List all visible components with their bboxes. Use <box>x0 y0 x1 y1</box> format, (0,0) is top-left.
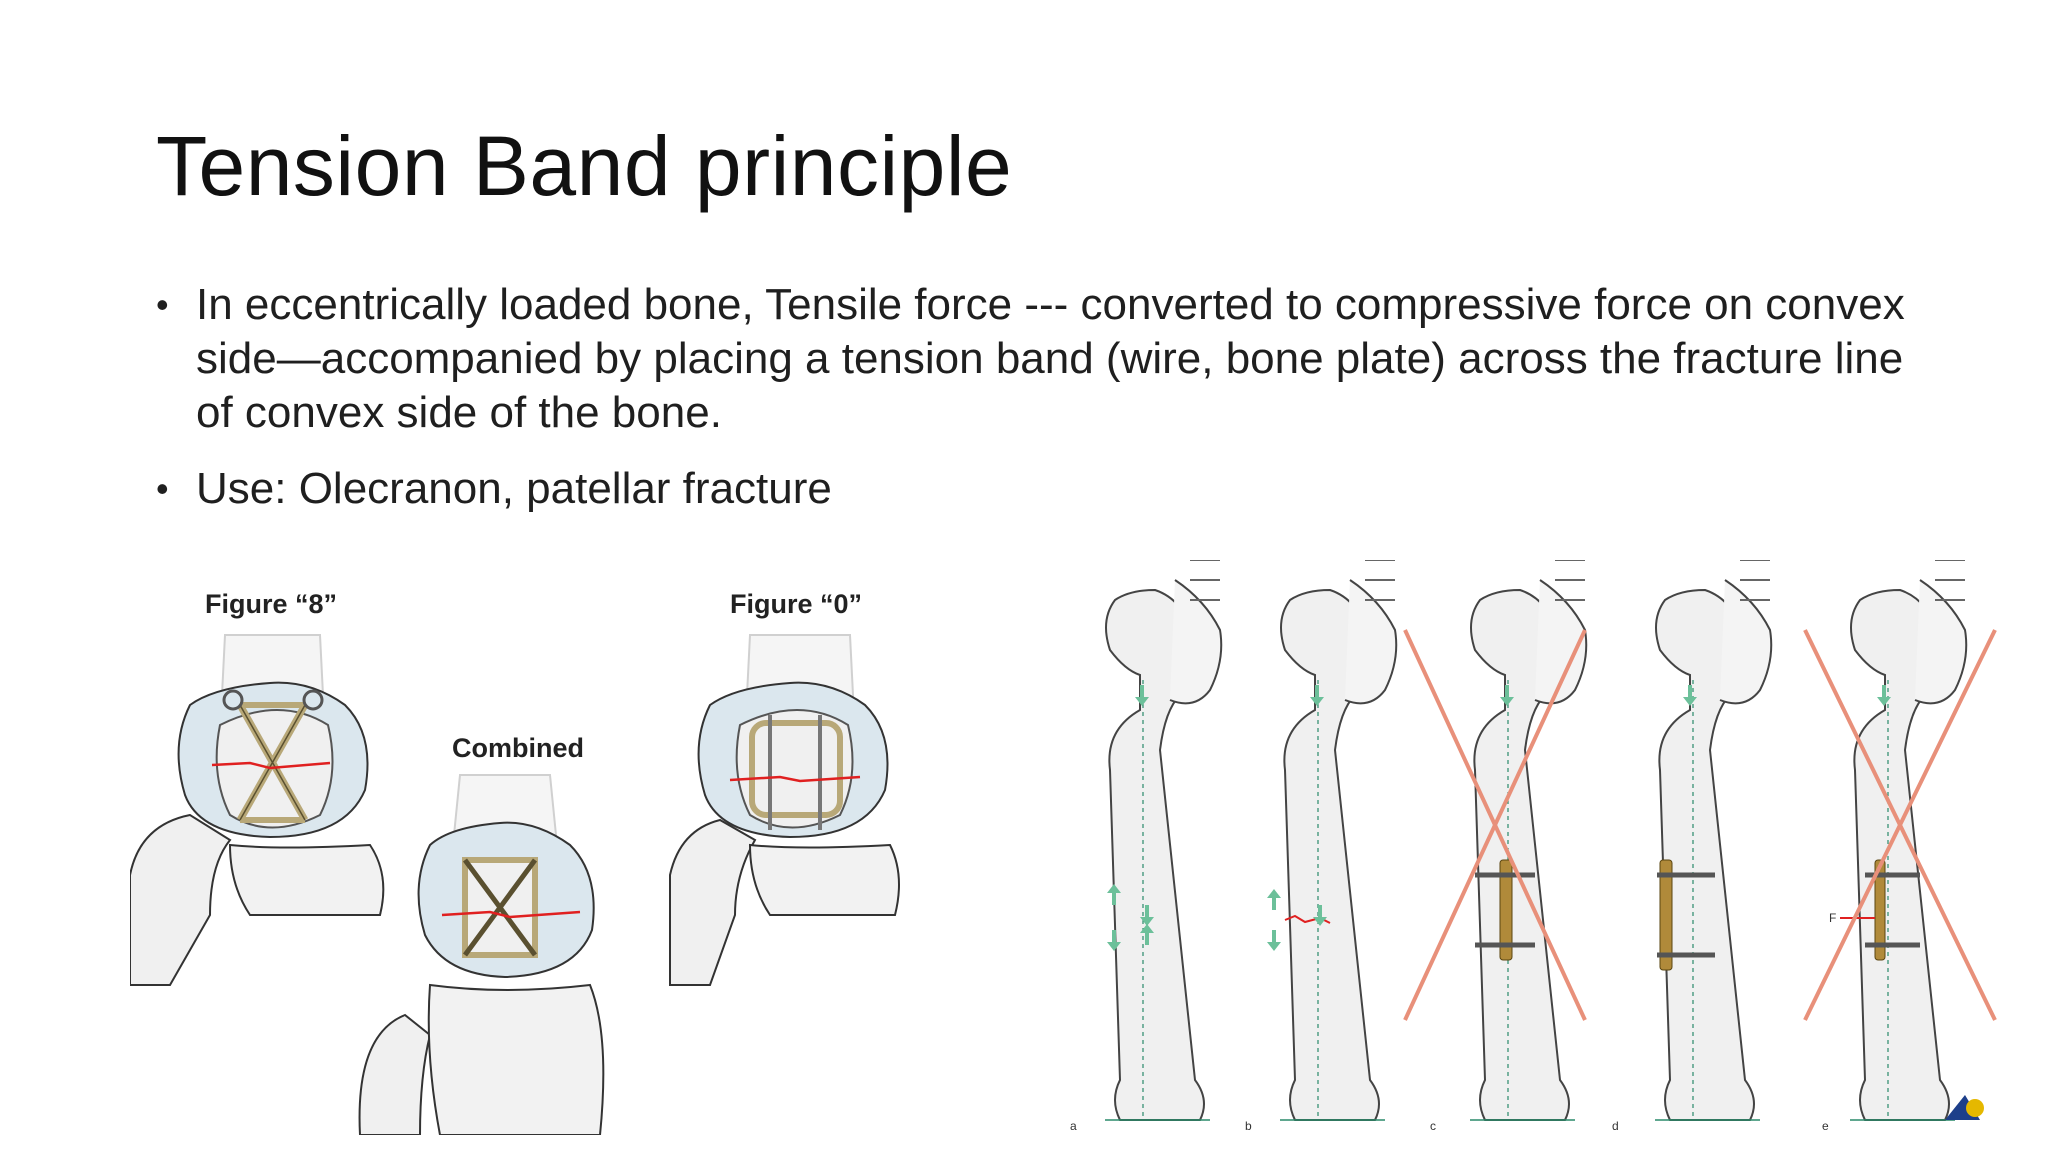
panel-letter-e: e <box>1822 1119 1829 1133</box>
patella-wiring-illustration: Figure “8” Combined Fig <box>130 589 900 1135</box>
figure0-knee-drawing: Figure “0” <box>669 589 900 986</box>
femur-panel-d: d <box>1612 560 1773 1133</box>
femur-panel-b: b <box>1245 560 1398 1133</box>
publisher-logo-icon <box>1945 1095 1984 1120</box>
bullet-item: • Use: Olecranon, patellar fracture <box>156 462 1936 516</box>
bullet-text: In eccentrically loaded bone, Tensile fo… <box>196 280 1905 437</box>
bullet-dot-icon: • <box>156 284 169 325</box>
figure8-label: Figure “8” <box>205 589 337 619</box>
panel-letter-d: d <box>1612 1119 1619 1133</box>
femur-tension-band-illustration: a b c d <box>1070 560 1997 1133</box>
combined-label: Combined <box>452 733 584 763</box>
figure8-knee-drawing: Figure “8” <box>130 589 385 986</box>
combined-knee-drawing: Combined <box>358 733 605 1135</box>
bullet-list: • In eccentrically loaded bone, Tensile … <box>156 278 1936 538</box>
panel-letter-b: b <box>1245 1119 1252 1133</box>
femur-panel-e: F e <box>1803 560 1997 1133</box>
femur-panel-a: a <box>1070 560 1223 1133</box>
bullet-item: • In eccentrically loaded bone, Tensile … <box>156 278 1936 440</box>
bullet-dot-icon: • <box>156 468 169 509</box>
panel-letter-a: a <box>1070 1119 1077 1133</box>
panel-letter-c: c <box>1430 1119 1436 1133</box>
femur-panel-c: c <box>1403 560 1588 1133</box>
slide-title: Tension Band principle <box>156 119 1013 213</box>
figure0-label: Figure “0” <box>730 589 862 619</box>
bullet-text: Use: Olecranon, patellar fracture <box>196 464 832 513</box>
force-label: F <box>1829 911 1836 925</box>
